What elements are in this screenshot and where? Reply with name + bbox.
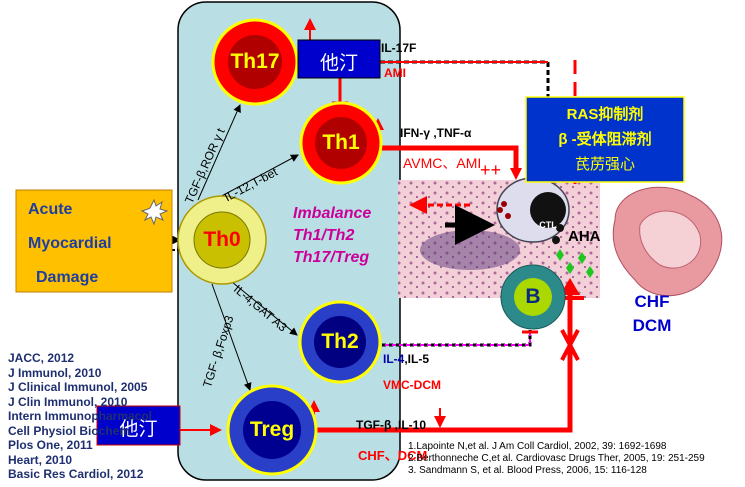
drug-qiliqiangxin: 芪苈强心 xyxy=(574,156,635,173)
th0-cell-shape xyxy=(177,195,267,285)
treg-cell-shape xyxy=(226,384,318,476)
ref: Plos One, 2011 xyxy=(8,438,93,452)
plus-signs: ++ xyxy=(480,160,502,180)
cytokine-treg: TGF-β ,IL-10 xyxy=(356,418,426,432)
statin-box-bottom xyxy=(96,405,181,446)
drug-ras: RAS抑制剂 xyxy=(566,106,644,123)
treg-cell: Treg xyxy=(249,418,295,441)
disease-treg: CHF、DCM xyxy=(358,448,428,463)
outcome-text: CHF DCM xyxy=(626,290,678,338)
th1-cell: Th1 xyxy=(322,131,360,154)
cytokine-th1: IFN-γ ,TNF-α xyxy=(400,126,472,140)
ref: Heart, 2010 xyxy=(8,452,73,467)
disease-th17: AMI xyxy=(384,66,406,80)
ref: JACC, 2012 xyxy=(8,351,75,365)
acute-damage-box xyxy=(15,189,173,293)
b-cell: B xyxy=(525,285,541,308)
ctl-cell-shape xyxy=(496,177,570,243)
ref: J Clinical Immunol, 2005 xyxy=(8,380,148,394)
outcome-dcm: DCM xyxy=(632,316,672,335)
statin-label-bottom: 他汀 xyxy=(119,419,158,440)
ref: J Immunol, 2010 xyxy=(8,365,102,380)
ref: Intern Immunopharmacol xyxy=(8,409,153,423)
acute-line: Myocardial xyxy=(28,235,112,252)
il4: IL-4 xyxy=(383,352,405,366)
il5: ,IL-5 xyxy=(404,352,430,366)
disease-th2: VMC-DCM xyxy=(383,378,441,392)
ctl-cell: CTL xyxy=(539,220,557,230)
imbalance-line: Th17/Treg xyxy=(293,249,370,266)
drug-box xyxy=(525,96,685,183)
acute-line: Damage xyxy=(36,269,99,286)
ref: J Clin Immunol, 2010 xyxy=(8,394,128,409)
bottom-references: 1.Lapointe N,et al. J Am Coll Cardiol, 2… xyxy=(408,441,705,477)
cytokine-il17: IL-17F xyxy=(381,41,417,55)
th17-cell-shape xyxy=(211,18,299,106)
th17-cell: Th17 xyxy=(230,50,280,73)
statin-box-top xyxy=(297,39,381,79)
outcome-chf: CHF xyxy=(634,292,670,311)
acute-damage-text: Acute Myocardial Damage xyxy=(16,193,172,295)
acute-line: Acute xyxy=(28,201,73,218)
aha-particles xyxy=(552,224,594,278)
disease-th1: AVMC、AMI xyxy=(403,155,482,171)
heart-image xyxy=(612,186,723,297)
th0-cell: Th0 xyxy=(203,228,241,251)
cytokine-il4: IL-4,IL-5 xyxy=(383,352,429,366)
ref: 2.Berthonneche C,et al. Cardiovasc Drugs… xyxy=(408,453,705,464)
aha-label: AHA xyxy=(568,228,601,245)
drug-box-text: RAS抑制剂 β -受体阻滞剂 芪苈强心 xyxy=(526,102,684,177)
th2-cell-shape xyxy=(298,300,382,384)
left-references: JACC, 2012 J Immunol, 2010 J Clinical Im… xyxy=(8,351,152,482)
b-cell-shape xyxy=(500,264,566,330)
ref: 1.Lapointe N,et al. J Am Coll Cardiol, 2… xyxy=(408,441,667,452)
imbalance-line: Imbalance xyxy=(293,205,372,222)
th2-cell: Th2 xyxy=(321,330,359,353)
ref: Cell Physiol Biochem xyxy=(8,423,131,438)
ref: 3. Sandmann S, et al. Blood Press, 2006,… xyxy=(408,465,647,476)
drug-beta-blocker: β -受体阻滞剂 xyxy=(558,131,652,148)
statin-label-top: 他汀 xyxy=(319,53,358,74)
imbalance-text: Imbalance Th1/Th2 Th17/Treg xyxy=(293,203,371,269)
imbalance-line: Th1/Th2 xyxy=(293,227,355,244)
th1-cell-shape xyxy=(299,101,383,185)
ref: Basic Res Cardiol, 2012 xyxy=(8,467,144,481)
